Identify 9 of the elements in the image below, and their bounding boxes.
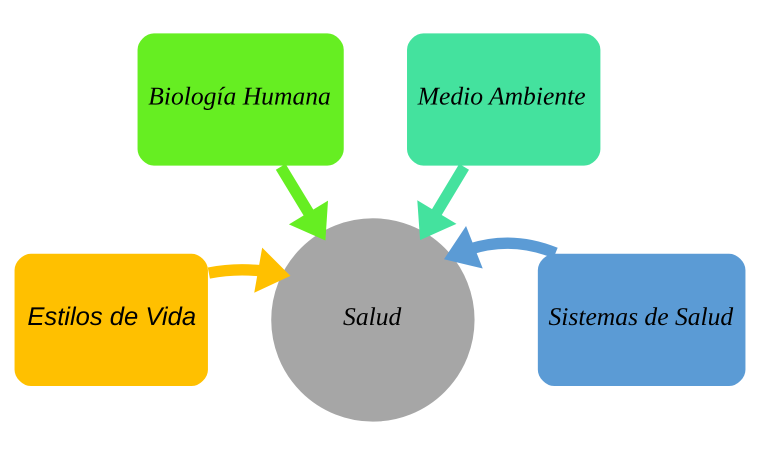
node-box: Medio Ambiente <box>406 32 602 168</box>
arrow <box>417 164 469 240</box>
arrow <box>208 248 290 293</box>
arrow <box>276 164 328 240</box>
arrow <box>444 226 558 269</box>
node-box: Sistemas de Salud <box>536 252 747 388</box>
node-box: Biología Humana <box>136 32 346 168</box>
node-box: Estilos de Vida <box>13 252 210 388</box>
node-circle: Salud <box>270 216 476 424</box>
